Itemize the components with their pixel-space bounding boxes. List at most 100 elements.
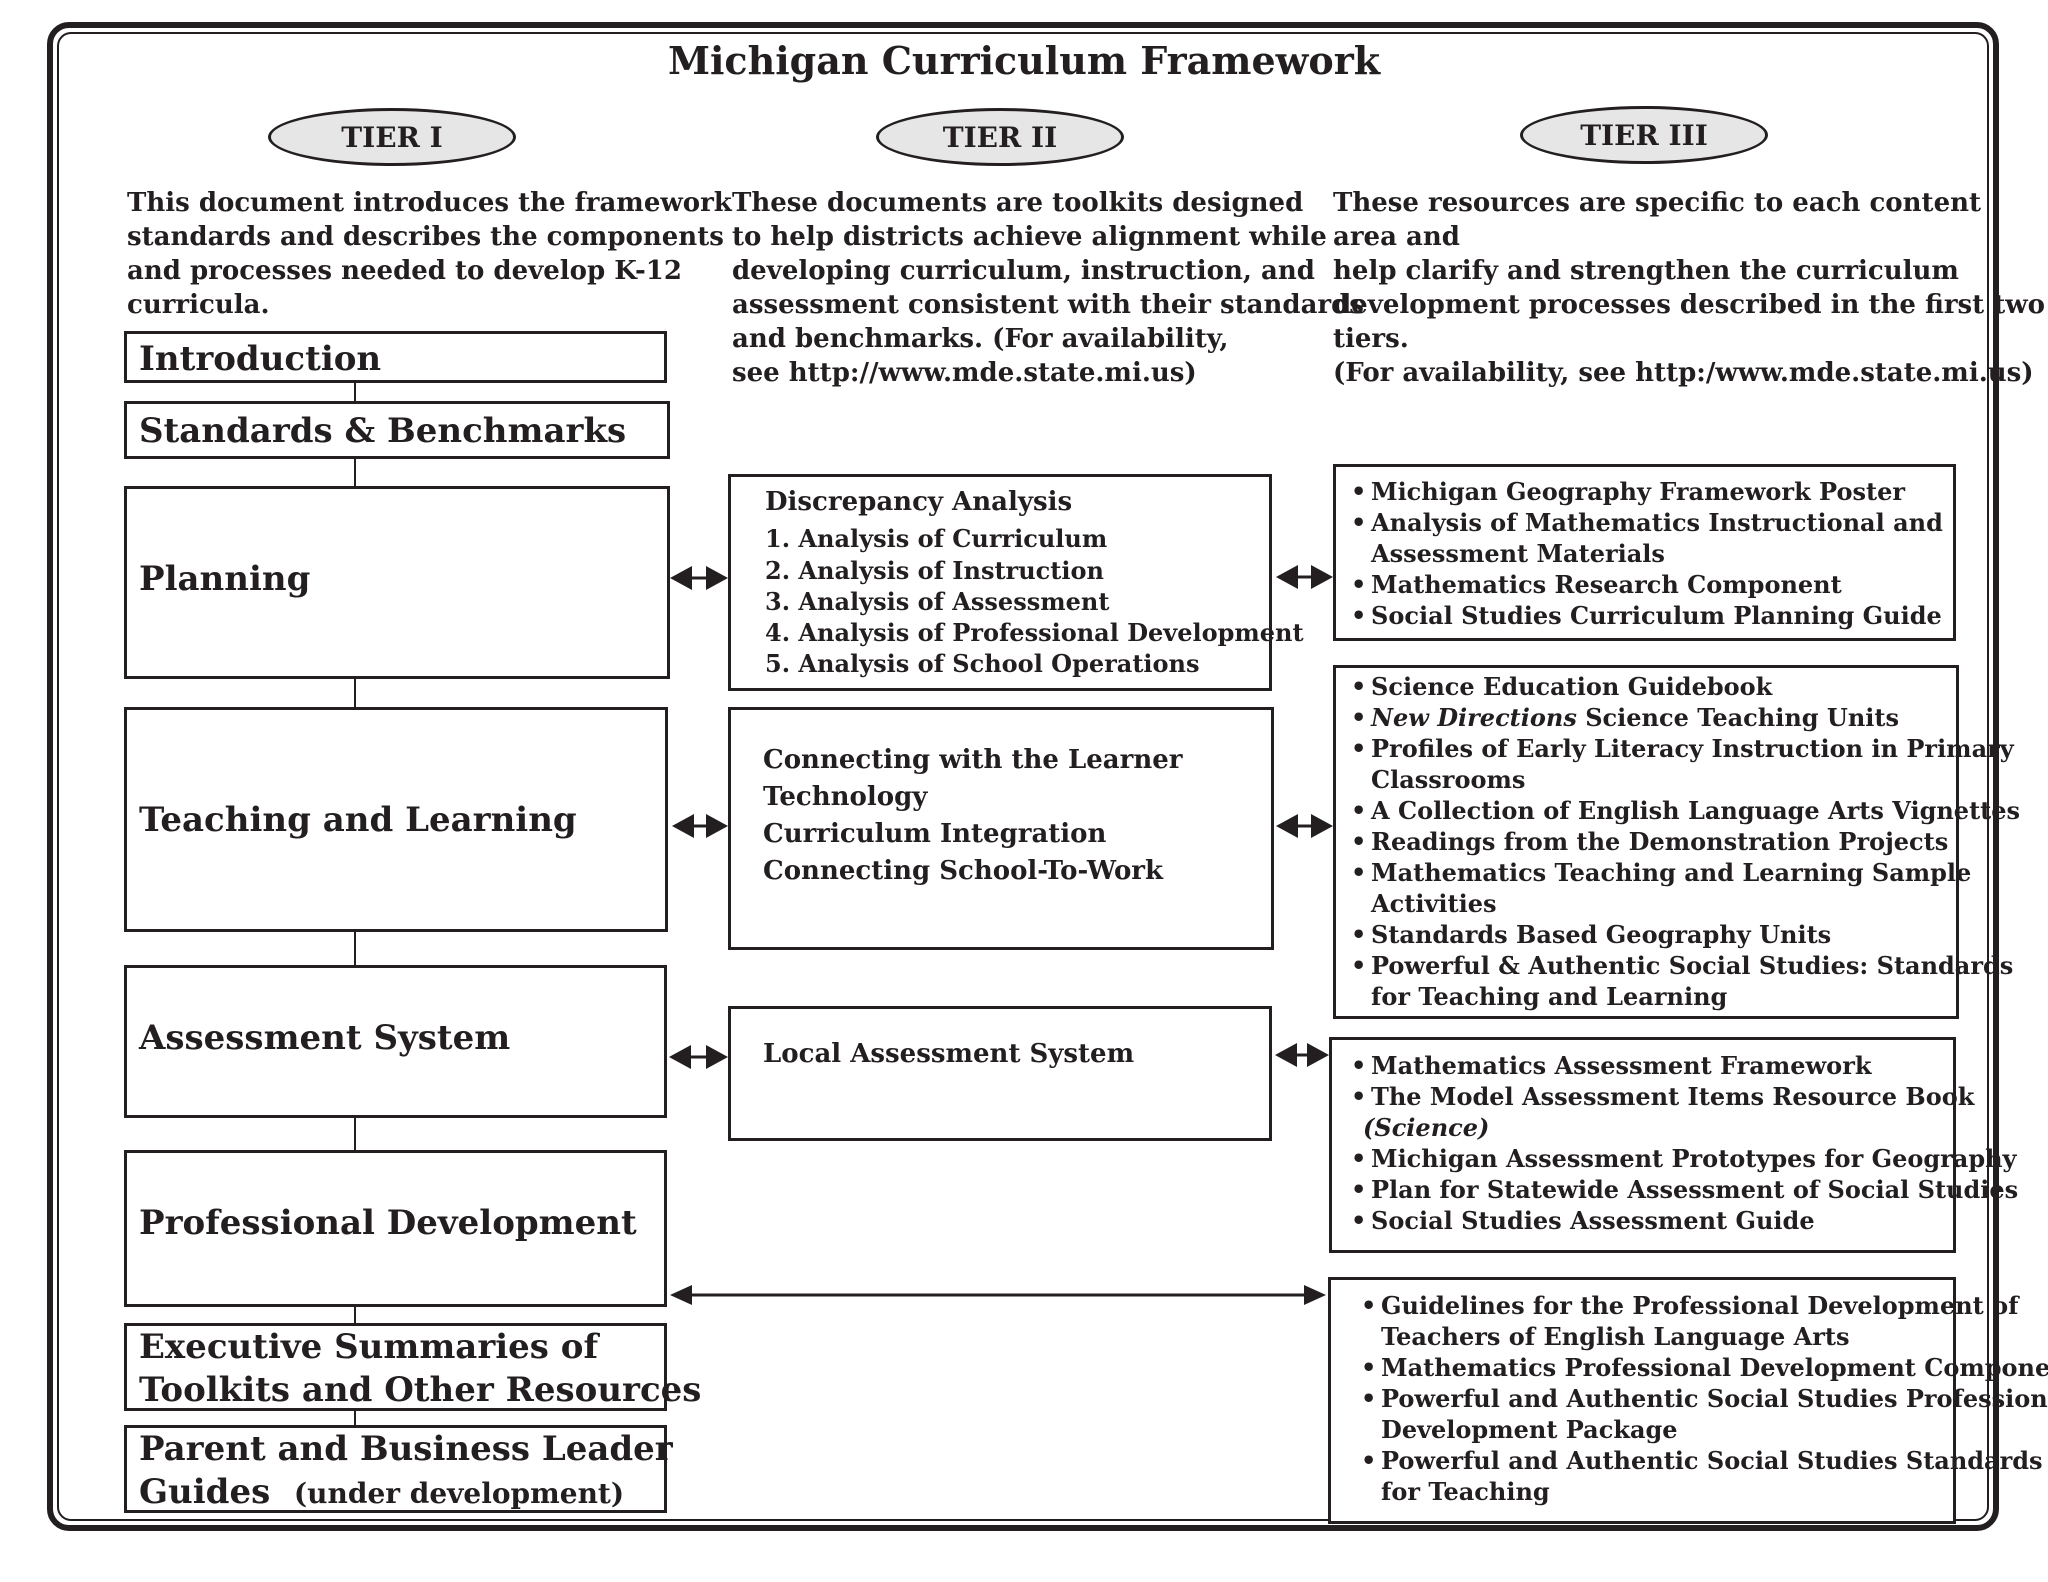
planning-label: Planning xyxy=(139,559,311,599)
double-arrow-icon xyxy=(670,566,728,590)
tier3-planning-list: Michigan Geography Framework Poster Anal… xyxy=(1351,476,1943,631)
connector-line xyxy=(354,932,356,965)
discrepancy-item: 2. Analysis of Instruction xyxy=(765,556,1104,585)
tier3-professional-list: Guidelines for the Professional Developm… xyxy=(1361,1290,2048,1507)
list-item: Guidelines for the Professional Developm… xyxy=(1361,1290,2048,1352)
list-item: Analysis of Mathematics Instructional an… xyxy=(1351,507,1943,569)
box-local-assessment: Local Assessment System xyxy=(728,1006,1272,1141)
list-item: Michigan Assessment Prototypes for Geogr… xyxy=(1351,1143,2018,1174)
list-item-text: Michigan Geography Framework Poster xyxy=(1371,477,1905,506)
parent-label-line2: Guides (under development) xyxy=(139,1472,624,1512)
box-tier3-assessment: Mathematics Assessment Framework The Mod… xyxy=(1329,1037,2018,1253)
page-title: Michigan Curriculum Framework xyxy=(667,38,1381,83)
local-assessment-label: Local Assessment System xyxy=(763,1039,1135,1069)
tier3-assessment-list: Mathematics Assessment Framework The Mod… xyxy=(1351,1050,2018,1236)
list-item: Readings from the Demonstration Projects xyxy=(1351,826,2020,857)
list-item-text: Profiles of Early Literacy Instruction i… xyxy=(1371,734,2014,763)
list-item-text: Social Studies Assessment Guide xyxy=(1371,1206,1815,1235)
box-standards-benchmarks: Standards & Benchmarks xyxy=(124,401,670,459)
list-item-text: Development Package xyxy=(1381,1415,1678,1444)
toolkit-item: Curriculum Integration xyxy=(763,819,1107,849)
box-teaching-learning: Teaching and Learning xyxy=(124,707,668,932)
list-item: Social Studies Curriculum Planning Guide xyxy=(1351,600,1943,631)
list-item-text: Standards Based Geography Units xyxy=(1371,920,1832,949)
double-arrow-icon xyxy=(669,1045,728,1069)
desc-line: to help districts achieve alignment whil… xyxy=(732,222,1327,252)
list-item-text: Assessment Materials xyxy=(1371,539,1665,568)
desc-line: assessment consistent with their standar… xyxy=(732,290,1364,320)
toolkit-item: Connecting School-To-Work xyxy=(763,856,1164,886)
connector-line xyxy=(354,1411,356,1425)
list-item: Profiles of Early Literacy Instruction i… xyxy=(1351,733,2020,795)
tier-2-label: TIER II xyxy=(876,108,1124,166)
list-item-text: Mathematics Teaching and Learning Sample xyxy=(1371,858,1972,887)
discrepancy-item: 3. Analysis of Assessment xyxy=(765,587,1110,616)
list-item: Mathematics Research Component xyxy=(1351,569,1943,600)
box-teaching-toolkits: Connecting with the Learner Technology C… xyxy=(728,707,1274,950)
list-item-text: for Teaching and Learning xyxy=(1371,982,1728,1011)
list-item: Mathematics Assessment Framework xyxy=(1351,1050,2018,1081)
list-item: Social Studies Assessment Guide xyxy=(1351,1205,2018,1236)
desc-line: and processes needed to develop K-12 xyxy=(127,256,682,286)
list-item: Mathematics Professional Development Com… xyxy=(1361,1352,2048,1383)
guides-text: Guides xyxy=(139,1472,271,1512)
list-item-text: Plan for Statewide Assessment of Social … xyxy=(1371,1175,2019,1204)
list-item-text: Mathematics Assessment Framework xyxy=(1371,1051,1872,1080)
executive-label-line2: Toolkits and Other Resources xyxy=(139,1370,702,1410)
box-parent-business-guides: Parent and Business Leader Guides (under… xyxy=(124,1425,673,1513)
discrepancy-heading: Discrepancy Analysis xyxy=(765,487,1073,517)
list-item: Standards Based Geography Units xyxy=(1351,919,2020,950)
list-item-text: Michigan Assessment Prototypes for Geogr… xyxy=(1371,1144,2017,1173)
desc-line: (For availability, see http:/www.mde.sta… xyxy=(1333,358,2034,388)
desc-line: see http://www.mde.state.mi.us) xyxy=(732,358,1197,388)
list-item-text: Guidelines for the Professional Developm… xyxy=(1381,1291,2019,1320)
list-item-text: Social Studies Curriculum Planning Guide xyxy=(1371,601,1942,630)
box-tier3-planning: Michigan Geography Framework Poster Anal… xyxy=(1333,464,1956,641)
professional-development-label: Professional Development xyxy=(139,1203,637,1243)
connector-line xyxy=(354,679,356,707)
connector-line xyxy=(354,383,356,401)
box-professional-development: Professional Development xyxy=(124,1150,667,1307)
desc-line: developing curriculum, instruction, and xyxy=(732,256,1315,286)
desc-line: These documents are toolkits designed xyxy=(732,188,1304,218)
double-arrow-icon xyxy=(672,814,728,838)
box-executive-summaries: Executive Summaries of Toolkits and Othe… xyxy=(124,1323,701,1411)
desc-line: development processes described in the f… xyxy=(1333,290,2045,354)
tier-3-label: TIER III xyxy=(1520,106,1768,164)
parent-label-line1: Parent and Business Leader xyxy=(139,1429,673,1469)
box-assessment-system: Assessment System xyxy=(124,965,667,1118)
list-item: Powerful and Authentic Social Studies St… xyxy=(1361,1445,2048,1507)
list-item: The Model Assessment Items Resource Book… xyxy=(1351,1081,2018,1143)
standards-label: Standards & Benchmarks xyxy=(139,411,627,451)
double-arrow-icon xyxy=(1275,1043,1329,1067)
list-item-text: Teachers of English Language Arts xyxy=(1381,1322,1850,1351)
connector-line xyxy=(354,1118,356,1150)
discrepancy-item: 4. Analysis of Professional Development xyxy=(765,618,1304,647)
under-development-note: (under development) xyxy=(293,1477,625,1510)
desc-line: These resources are specific to each con… xyxy=(1333,188,1982,252)
list-item: Michigan Geography Framework Poster xyxy=(1351,476,1943,507)
toolkit-item: Technology xyxy=(763,782,928,812)
list-item-text: Powerful and Authentic Social Studies St… xyxy=(1381,1446,2043,1475)
tier-1-label: TIER I xyxy=(268,108,516,166)
desc-line: standards and describes the components xyxy=(127,222,724,252)
list-item: Powerful and Authentic Social Studies Pr… xyxy=(1361,1383,2048,1445)
double-arrow-icon xyxy=(1276,814,1333,838)
list-item-text: Analysis of Mathematics Instructional an… xyxy=(1371,508,1943,537)
tier-1-description: This document introduces the framework s… xyxy=(127,186,732,322)
list-item-text: Classrooms xyxy=(1371,765,1526,794)
list-item-text: The Model Assessment Items Resource Book xyxy=(1371,1082,1975,1111)
introduction-label: Introduction xyxy=(139,339,382,379)
list-item: Science Education Guidebook xyxy=(1351,671,2020,702)
box-introduction: Introduction xyxy=(124,331,667,383)
list-item-text: (Science) xyxy=(1363,1113,1490,1142)
desc-line: help clarify and strengthen the curricul… xyxy=(1333,256,1959,286)
list-item: Mathematics Teaching and Learning Sample… xyxy=(1351,857,2020,919)
discrepancy-item: 1. Analysis of Curriculum xyxy=(765,524,1108,553)
box-tier3-teaching: Science Education Guidebook New Directio… xyxy=(1333,665,2020,1019)
list-item-text: Powerful & Authentic Social Studies: Sta… xyxy=(1371,951,2014,980)
long-double-arrow-icon xyxy=(670,1285,1326,1305)
desc-line: curricula. xyxy=(127,290,270,320)
list-item-text: Readings from the Demonstration Projects xyxy=(1371,827,1949,856)
list-item: Plan for Statewide Assessment of Social … xyxy=(1351,1174,2018,1205)
